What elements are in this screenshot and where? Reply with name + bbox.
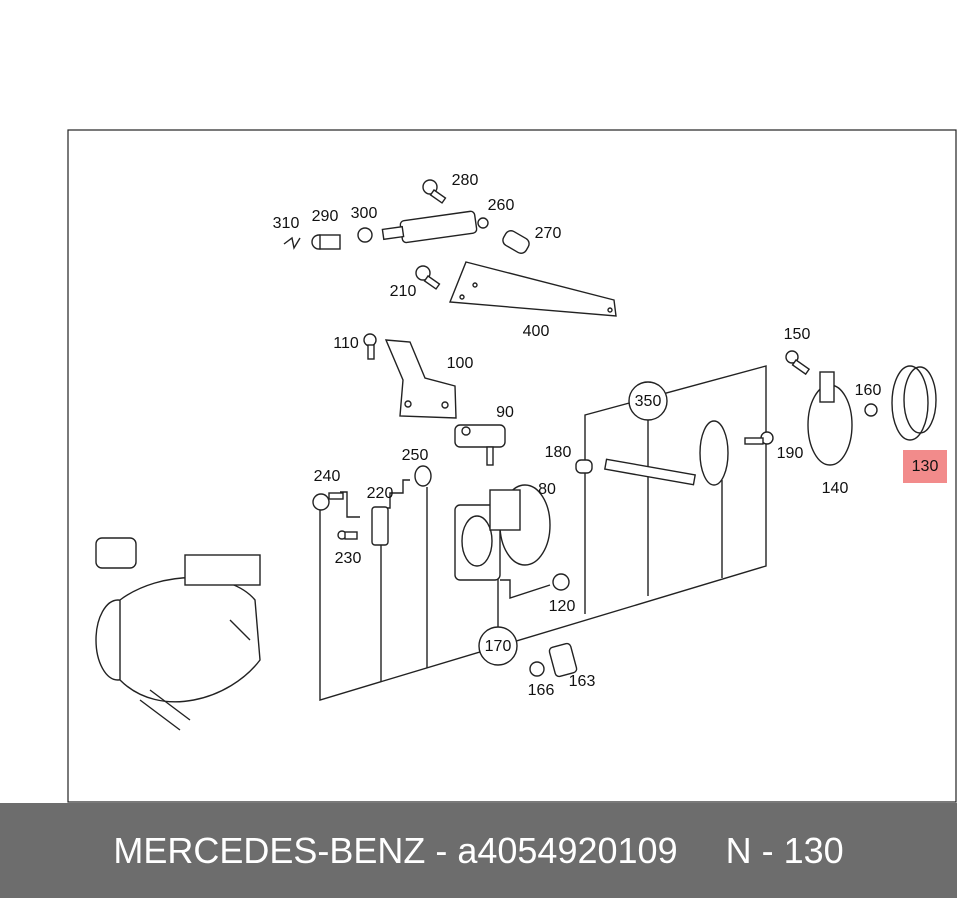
label-350[interactable]: 350 [635, 393, 662, 410]
label-310[interactable]: 310 [273, 215, 300, 232]
bolt-240 [312, 492, 344, 511]
screw-230 [337, 530, 358, 540]
sleeve-290 [311, 234, 341, 250]
bush-180 [575, 459, 593, 474]
label-280[interactable]: 280 [452, 172, 479, 189]
label-90[interactable]: 90 [496, 404, 514, 421]
parts-diagram: 280 260 310 290 300 270 210 400 110 100 … [67, 129, 957, 803]
label-240[interactable]: 240 [314, 468, 341, 485]
bracket-100 [384, 339, 457, 419]
footer-position: N - 130 [725, 829, 844, 871]
shaft-350 [604, 458, 696, 486]
bolt-190 [744, 431, 774, 445]
clamp-140 [807, 371, 853, 466]
cylinder-part [381, 210, 489, 244]
washer-120 [552, 573, 570, 591]
label-170[interactable]: 170 [485, 638, 512, 655]
callout-circle-350 [628, 381, 668, 421]
footer-part-number: MERCEDES-BENZ - a4054920109 [113, 829, 678, 871]
sleeve-270 [502, 230, 530, 254]
label-110[interactable]: 110 [333, 335, 359, 352]
label-220[interactable]: 220 [367, 485, 394, 502]
label-80[interactable]: 80 [538, 481, 556, 498]
label-160[interactable]: 160 [855, 382, 882, 399]
label-190[interactable]: 190 [777, 445, 804, 462]
highlight-box-130 [903, 450, 947, 483]
label-300[interactable]: 300 [351, 205, 378, 222]
nut-300 [357, 227, 373, 243]
callout-circle-170 [478, 626, 518, 666]
bolt-150 [785, 350, 811, 376]
clip-310 [283, 236, 301, 250]
nut-250 [414, 465, 432, 487]
lever-220 [371, 506, 389, 546]
ring-130 [891, 365, 937, 441]
label-260[interactable]: 260 [488, 197, 515, 214]
bolt-210 [415, 265, 441, 290]
nut-160 [864, 403, 878, 417]
bolt-280 [422, 179, 447, 204]
label-140[interactable]: 140 [822, 480, 849, 497]
flap-plate [699, 420, 729, 486]
label-400[interactable]: 400 [523, 323, 550, 340]
label-180[interactable]: 180 [545, 444, 572, 461]
bracket-400 [448, 261, 617, 317]
label-270[interactable]: 270 [535, 225, 562, 242]
label-290[interactable]: 290 [312, 208, 339, 225]
label-166[interactable]: 166 [528, 682, 555, 699]
bolt-110 [363, 333, 377, 360]
label-130[interactable]: 130 [912, 458, 939, 475]
label-250[interactable]: 250 [402, 447, 429, 464]
label-100[interactable]: 100 [447, 355, 474, 372]
turbocharger-drawing [95, 537, 261, 731]
label-150[interactable]: 150 [784, 326, 811, 343]
footer-bar: MERCEDES-BENZ - a4054920109 N - 130 [0, 803, 957, 898]
housing-80 [454, 484, 551, 581]
label-120[interactable]: 120 [549, 598, 576, 615]
label-210[interactable]: 210 [390, 283, 417, 300]
ball-166 [529, 661, 545, 677]
label-230[interactable]: 230 [335, 550, 362, 567]
lever-90 [454, 424, 506, 466]
label-163[interactable]: 163 [569, 673, 596, 690]
nut-163 [548, 642, 578, 678]
